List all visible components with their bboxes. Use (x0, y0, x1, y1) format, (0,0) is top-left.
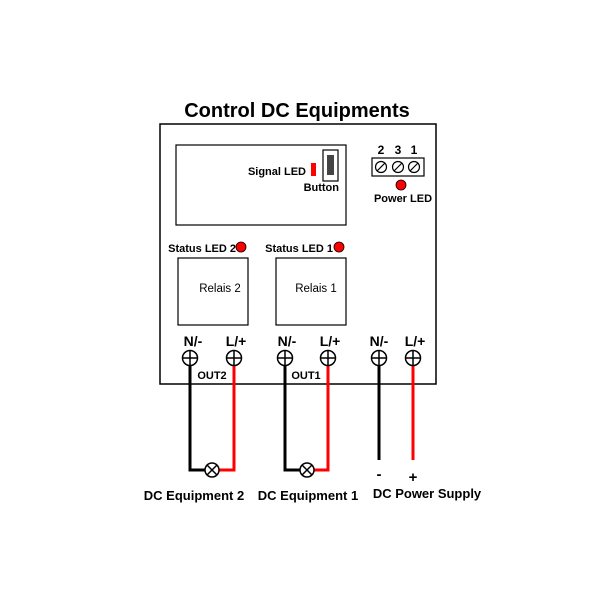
lamp-2-icon (204, 462, 220, 478)
out1-negative-wire (283, 358, 300, 472)
out1-neg-terminal-icon (276, 349, 294, 367)
out1-pos-label: L/+ (320, 333, 341, 349)
status-led-1-indicator (333, 241, 345, 253)
power-neg-terminal-icon (370, 349, 388, 367)
pin-label-2: 2 (378, 143, 385, 157)
power-led-label: Power LED (374, 193, 432, 205)
pin-label-1: 1 (411, 143, 418, 157)
signal-led-label: Signal LED (248, 166, 306, 178)
power-led-indicator (395, 179, 407, 191)
out2-neg-terminal-icon (181, 349, 199, 367)
learn-button-knob (327, 155, 334, 175)
out2-neg-label: N/- (184, 333, 203, 349)
out1-label: OUT1 (291, 370, 320, 382)
power-neg-label: N/- (370, 333, 389, 349)
out1-positive-wire (314, 358, 330, 472)
control-panel (175, 144, 347, 226)
terminal-screws (181, 349, 422, 367)
out2-positive-wire (219, 358, 236, 472)
relay-1-label: Relais 1 (295, 283, 337, 295)
caption-power-supply: DC Power Supply (373, 486, 482, 501)
status-led-2-label: Status LED 2 (168, 243, 236, 255)
relay-2-label: Relais 2 (199, 283, 241, 295)
out2-pos-label: L/+ (226, 333, 247, 349)
supply-negative-sign: - (377, 466, 382, 483)
pin-screws (374, 160, 421, 174)
button-label: Button (304, 182, 340, 194)
supply-positive-sign: + (409, 469, 418, 486)
caption-equipment-2: DC Equipment 2 (144, 488, 244, 503)
diagram-title: Control DC Equipments (184, 100, 410, 122)
out2-label: OUT2 (197, 370, 226, 382)
pin-label-3: 3 (395, 143, 402, 157)
power-pos-label: L/+ (405, 333, 426, 349)
relay-1 (275, 257, 347, 326)
out2-pos-terminal-icon (225, 349, 243, 367)
relay-2 (177, 257, 249, 326)
out2-negative-wire (188, 358, 205, 472)
status-led-2-indicator (235, 241, 247, 253)
signal-led-indicator (311, 163, 316, 176)
out1-pos-terminal-icon (319, 349, 337, 367)
power-pos-terminal-icon (404, 349, 422, 367)
out1-neg-label: N/- (278, 333, 297, 349)
lamp-1-icon (299, 462, 315, 478)
caption-equipment-1: DC Equipment 1 (258, 488, 358, 503)
status-led-1-label: Status LED 1 (265, 243, 333, 255)
